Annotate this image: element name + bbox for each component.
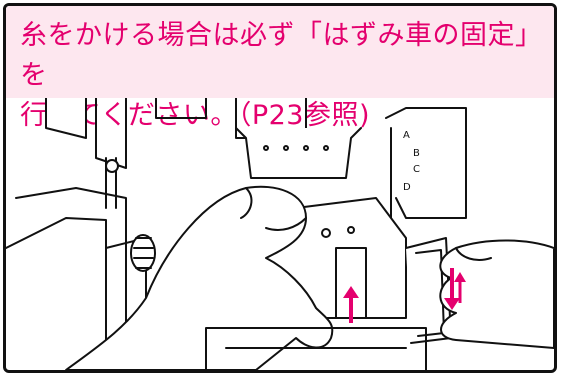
needle-label-a: A [403,130,410,141]
handwheel-rotation-arrow-icon [444,268,466,310]
needle-label-c: C [413,164,420,175]
notice-line-1: 糸をかける場合は必ず「はずみ車の固定」を [20,20,543,91]
sewing-machine-illustration: A B C D [6,98,554,370]
needle-label-b: B [413,148,420,159]
notice-frame: 糸をかける場合は必ず「はずみ車の固定」を 行ってください。（P23参照) [3,3,557,373]
needle-label-d: D [403,182,411,193]
notice-header: 糸をかける場合は必ず「はずみ車の固定」を 行ってください。（P23参照) [6,6,554,131]
up-arrow-icon [343,286,359,323]
